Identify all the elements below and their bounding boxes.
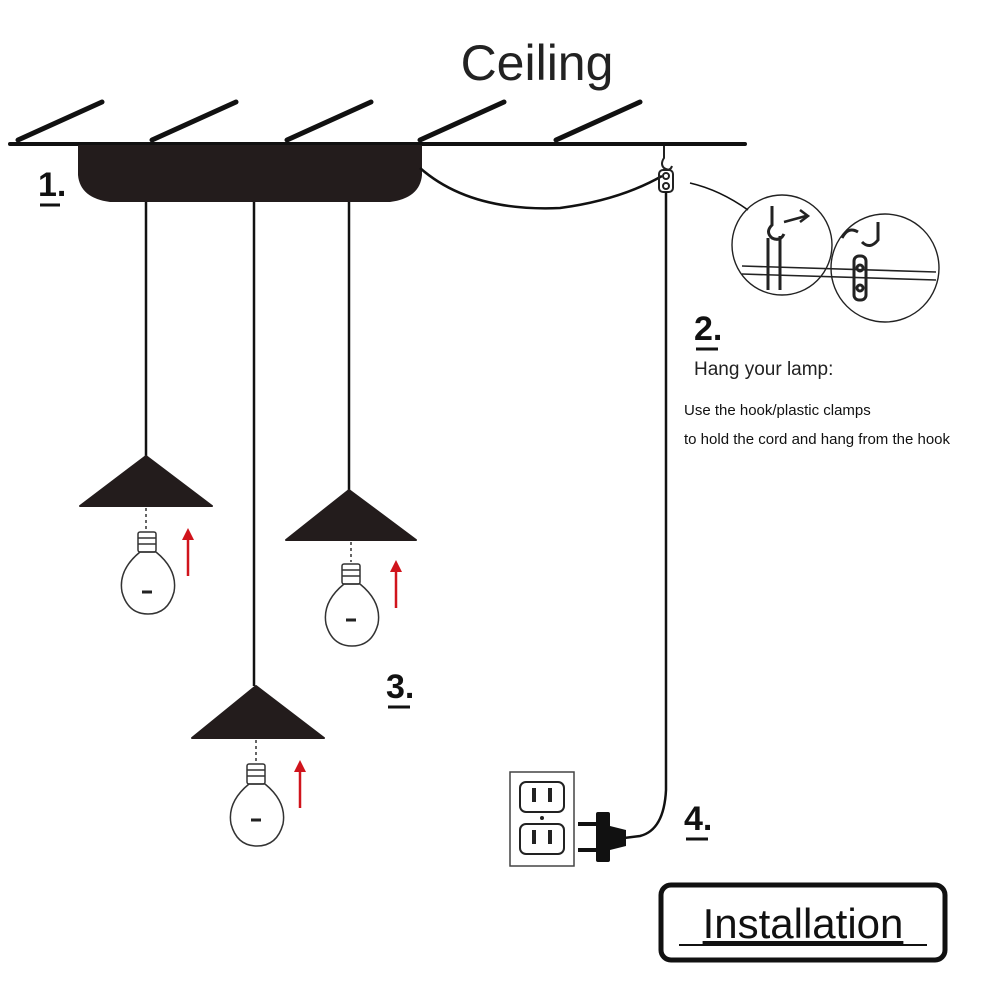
light-bulb-icon-right xyxy=(324,542,380,647)
detail-cord xyxy=(741,265,937,273)
arrow-up-icon xyxy=(182,528,194,576)
wall-outlet-icon xyxy=(509,771,575,867)
light-bulb-icon-left xyxy=(120,508,176,615)
arrow-right-icon xyxy=(783,214,807,224)
detail-circle-left xyxy=(731,194,833,296)
installation-label: Installation xyxy=(703,900,904,947)
step-2-label: 2. xyxy=(694,310,722,348)
ceiling-hatch xyxy=(553,99,643,143)
hang-line-2: to hold the cord and hang from the hook xyxy=(684,431,951,448)
power-cord-top xyxy=(419,167,663,210)
ceiling-title: Ceiling xyxy=(461,35,614,91)
hang-heading: Hang your lamp: xyxy=(694,359,833,380)
clamp-icon xyxy=(766,206,786,290)
arrow-up-icon xyxy=(390,560,402,608)
ceiling-hook-icon xyxy=(658,146,674,193)
ceiling-hatch xyxy=(15,99,105,143)
step-4-label: 4. xyxy=(684,800,712,838)
installation-badge xyxy=(658,882,948,963)
hook-detail xyxy=(689,182,940,323)
light-bulb-icon-middle xyxy=(229,740,285,847)
detail-cord xyxy=(741,273,937,281)
hang-line-1: Use the hook/plastic clamps xyxy=(684,402,871,419)
lamp-shade-right xyxy=(285,489,417,541)
clamp-closed-icon xyxy=(852,254,868,302)
ceiling-canopy xyxy=(78,145,422,202)
step-1-label: 1. xyxy=(38,166,66,204)
ceiling-hatch xyxy=(417,99,507,143)
step-3-label: 3. xyxy=(386,668,414,706)
ceiling-hatch xyxy=(149,99,239,143)
ceiling-hatch xyxy=(284,99,374,143)
power-cord-down xyxy=(623,192,668,840)
pointer-line xyxy=(689,182,749,211)
ceiling xyxy=(8,99,747,146)
lamp-shade-left xyxy=(79,455,213,507)
power-plug-icon xyxy=(578,812,626,862)
arrow-up-icon xyxy=(294,760,306,808)
hook-icon xyxy=(840,222,880,247)
lamp-shade-middle xyxy=(191,685,325,739)
